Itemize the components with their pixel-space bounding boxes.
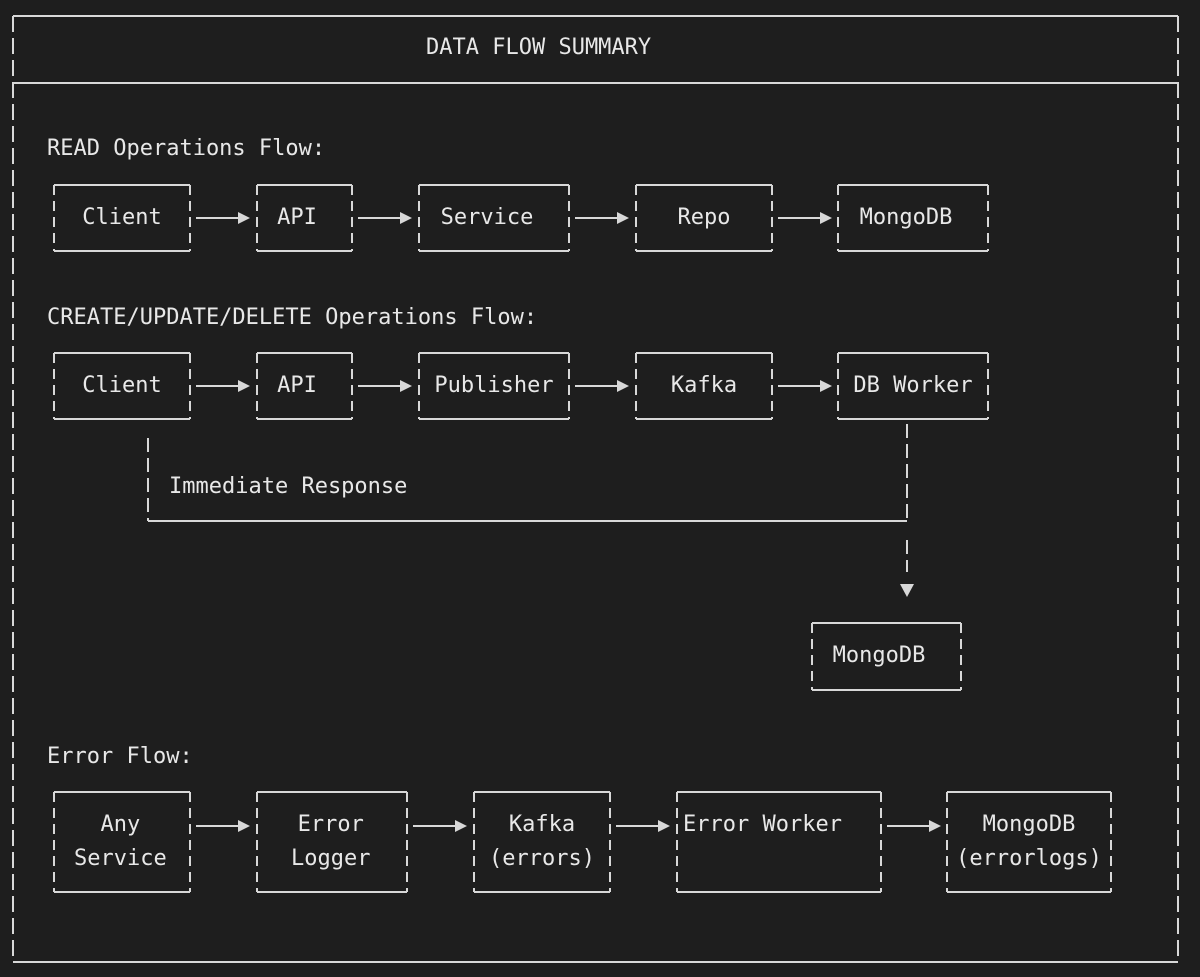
read-node-client: Client xyxy=(82,205,162,230)
diagram-title: DATA FLOW SUMMARY xyxy=(426,35,652,60)
read-node-service: Service xyxy=(440,205,534,230)
error-node-error-logger: Error Logger xyxy=(291,812,371,871)
read-arrow-3-head xyxy=(617,212,629,224)
read-node-api: API xyxy=(277,205,317,230)
read-arrow-4-head xyxy=(820,212,832,224)
error-arrow-2-head xyxy=(455,820,467,832)
cud-node-api: API xyxy=(277,373,317,398)
cud-arrow-3-head xyxy=(617,380,629,392)
error-node-any-service: Any Service xyxy=(74,812,167,871)
cud-arrow-2-head xyxy=(400,380,412,392)
error-node-mongodb-errorlogs: MongoDB (errorlogs) xyxy=(956,812,1102,871)
error-arrow-1-head xyxy=(238,820,250,832)
error-arrow-4-head xyxy=(929,820,941,832)
read-node-mongodb: MongoDB xyxy=(859,205,953,230)
error-node-error-worker: Error Worker xyxy=(683,812,842,837)
cud-node-mongodb: MongoDB xyxy=(832,643,926,668)
cud-node-kafka: Kafka xyxy=(670,373,738,398)
cud-arrow-4-head xyxy=(820,380,832,392)
read-node-repo: Repo xyxy=(677,205,731,230)
immediate-response-label: Immediate Response xyxy=(169,474,408,499)
cud-node-db-worker: DB Worker xyxy=(853,373,973,398)
cud-flow-label: CREATE/UPDATE/DELETE Operations Flow: xyxy=(47,305,538,330)
cud-node-client: Client xyxy=(82,373,162,398)
read-flow-label: READ Operations Flow: xyxy=(47,136,326,161)
read-arrow-2-head xyxy=(400,212,412,224)
error-flow-label: Error Flow: xyxy=(47,744,193,769)
error-node-kafka-errors: Kafka (errors) xyxy=(489,812,595,871)
error-arrow-3-head xyxy=(658,820,670,832)
read-arrow-1-head xyxy=(238,212,250,224)
cud-arrow-1-head xyxy=(238,380,250,392)
cud-node-publisher: Publisher xyxy=(434,373,554,398)
dbworker-down-arrowhead xyxy=(900,584,914,597)
